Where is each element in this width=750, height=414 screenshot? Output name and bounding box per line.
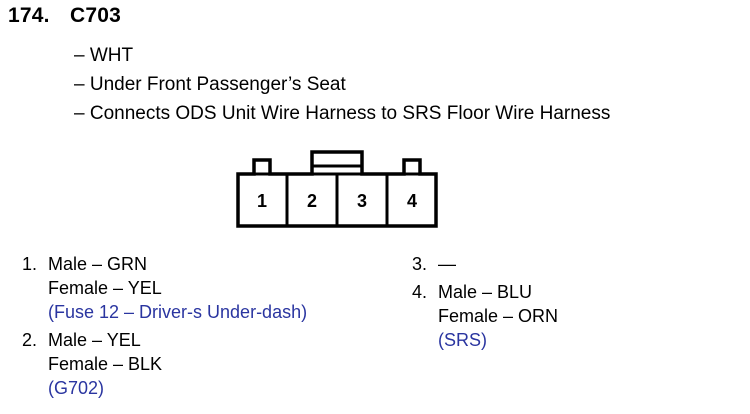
pin-entry-2: 2. Male – YEL Female – BLK (G702) <box>22 328 307 400</box>
detail-color: – WHT <box>74 45 134 66</box>
connector-diagram: 1 2 3 4 <box>236 150 438 228</box>
connector-code: C703 <box>70 4 122 27</box>
pin-note: (Fuse 12 – Driver-s Under-dash) <box>48 302 308 322</box>
pin-list-right: 3. — 4. Male – BLU Female – ORN (SRS) <box>412 252 558 352</box>
pin-index: 2. <box>22 330 38 350</box>
pin-female-wire: Female – ORN <box>438 306 559 326</box>
pin-male-wire: Male – GRN <box>48 254 148 274</box>
item-number: 174. <box>8 4 50 27</box>
pin-entry-3: 3. — <box>412 252 558 276</box>
pin-entry-1: 1. Male – GRN Female – YEL (Fuse 12 – Dr… <box>22 252 307 324</box>
pin-male-wire: Male – BLU <box>438 282 533 302</box>
pin-female-wire: Female – YEL <box>48 278 162 298</box>
pin-label-2: 2 <box>307 191 317 211</box>
connector-title: 174. C703 <box>8 4 121 28</box>
detail-connection: – Connects ODS Unit Wire Harness to SRS … <box>74 103 611 124</box>
pin-entry-4: 4. Male – BLU Female – ORN (SRS) <box>412 280 558 352</box>
pin-note: (G702) <box>48 378 105 398</box>
pin-list-left: 1. Male – GRN Female – YEL (Fuse 12 – Dr… <box>22 252 307 400</box>
pin-empty-dash: — <box>438 254 456 274</box>
pin-note: (SRS) <box>438 330 487 350</box>
pin-index: 3. <box>412 254 428 274</box>
pin-male-wire: Male – YEL <box>48 330 141 350</box>
pin-index: 4. <box>412 282 428 302</box>
detail-location: – Under Front Passenger’s Seat <box>74 74 346 95</box>
pin-cell-4 <box>385 172 438 228</box>
connector-details: – WHT – Under Front Passenger’s Seat – C… <box>74 41 610 128</box>
pin-label-3: 3 <box>357 191 367 211</box>
pin-female-wire: Female – BLK <box>48 354 163 374</box>
pin-label-4: 4 <box>407 191 417 211</box>
pin-index: 1. <box>22 254 38 274</box>
pin-label-1: 1 <box>257 191 267 211</box>
